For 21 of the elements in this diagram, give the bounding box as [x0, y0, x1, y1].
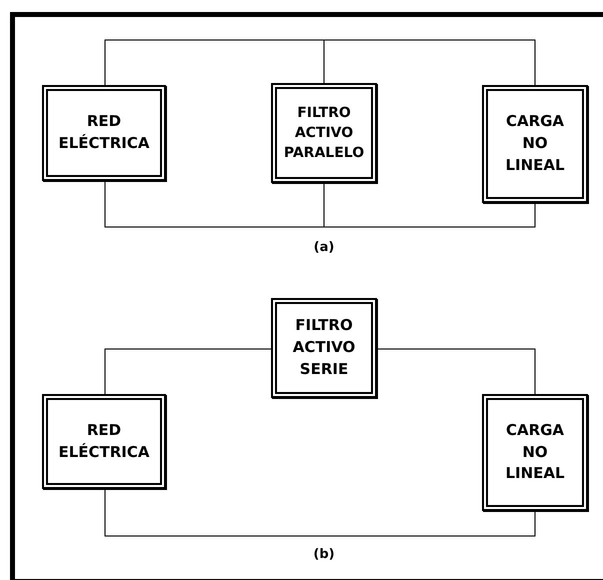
block-label: FILTRO ACTIVO SERIE	[292, 315, 356, 380]
block-label: CARGA NO LINEAL	[504, 111, 566, 176]
wire	[104, 488, 536, 536]
block-box	[271, 298, 377, 398]
subfigure-label: (a)	[314, 240, 334, 255]
block-box	[42, 394, 166, 489]
block-box	[482, 85, 588, 203]
wire	[104, 348, 272, 394]
block-label: FILTRO ACTIVO PARALELO	[282, 104, 366, 164]
wire	[324, 182, 536, 228]
wire	[104, 180, 324, 228]
block-label: RED ELÉCTRICA	[57, 111, 151, 154]
block-label: CARGA NO LINEAL	[504, 420, 566, 484]
wire	[376, 348, 536, 394]
wire	[104, 40, 324, 86]
block-box	[482, 394, 588, 511]
subfigure-label: (b)	[313, 547, 335, 562]
block-label: RED ELÉCTRICA	[57, 420, 151, 462]
wire	[324, 40, 536, 86]
block-box	[271, 83, 377, 183]
block-box	[42, 85, 166, 181]
